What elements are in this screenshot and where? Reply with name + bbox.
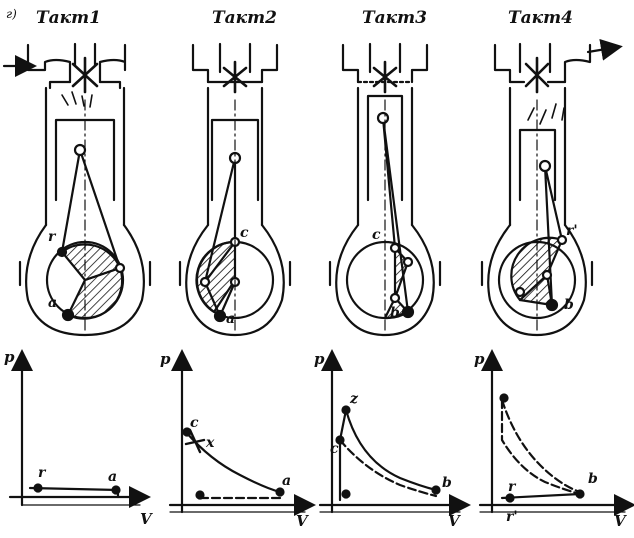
- stroke-3-crank-label-b: b: [390, 305, 400, 321]
- pv-3-point-c: c: [330, 441, 339, 457]
- pv-4-point-r: r: [508, 479, 516, 495]
- pv-3-axis-v: V: [448, 512, 460, 530]
- pv-diagram-1: [8, 349, 151, 508]
- stroke-1-crank-label-a: a: [48, 295, 58, 311]
- pv-diagram-3: [318, 349, 471, 516]
- pv-4-axis-p: p: [474, 350, 485, 368]
- stroke-3-crank-label-c: c: [372, 227, 381, 243]
- engine-stroke-1: [2, 42, 152, 337]
- pv-2-point-x: x: [206, 435, 215, 451]
- engine-stroke-4: [480, 38, 623, 337]
- pv-2-axis-v: V: [296, 512, 308, 530]
- stroke-4-crank-label-r-prime: r': [566, 223, 578, 239]
- pv-2-point-c: c: [190, 415, 199, 431]
- pv-1-axis-p: p: [4, 348, 15, 366]
- pv-3-point-b: b: [442, 475, 452, 491]
- stroke-2-title: Такт2: [212, 8, 277, 28]
- engine-stroke-3: [328, 42, 442, 337]
- pv-diagram-4: [478, 349, 634, 516]
- engine-stroke-2: [178, 42, 292, 337]
- stroke-4-crank-label-b: b: [564, 297, 574, 313]
- pv-3-axis-p: p: [314, 350, 325, 368]
- pv-3-point-z: z: [350, 391, 358, 407]
- pv-1-point-r: r: [38, 465, 46, 481]
- pv-4-axis-v: V: [614, 512, 626, 530]
- stroke-1-crank-label-r: r: [48, 229, 56, 245]
- stroke-3-title: Такт3: [362, 8, 427, 28]
- pv-1-point-a: a: [108, 469, 118, 485]
- stroke-4-title: Такт4: [508, 8, 573, 28]
- figure-label: г): [6, 7, 17, 21]
- stroke-2-crank-label-a: a: [226, 311, 236, 327]
- stroke-1-title: Такт1: [36, 8, 101, 28]
- pv-diagram-2: [168, 349, 316, 516]
- pv-2-axis-p: p: [160, 350, 171, 368]
- pv-1-axis-v: V: [140, 510, 152, 528]
- pv-4-point-b: b: [588, 471, 598, 487]
- pv-2-point-a: a: [282, 473, 292, 489]
- pv-4-point-r-prime: r': [506, 509, 518, 525]
- stroke-2-crank-label-c: c: [240, 225, 249, 241]
